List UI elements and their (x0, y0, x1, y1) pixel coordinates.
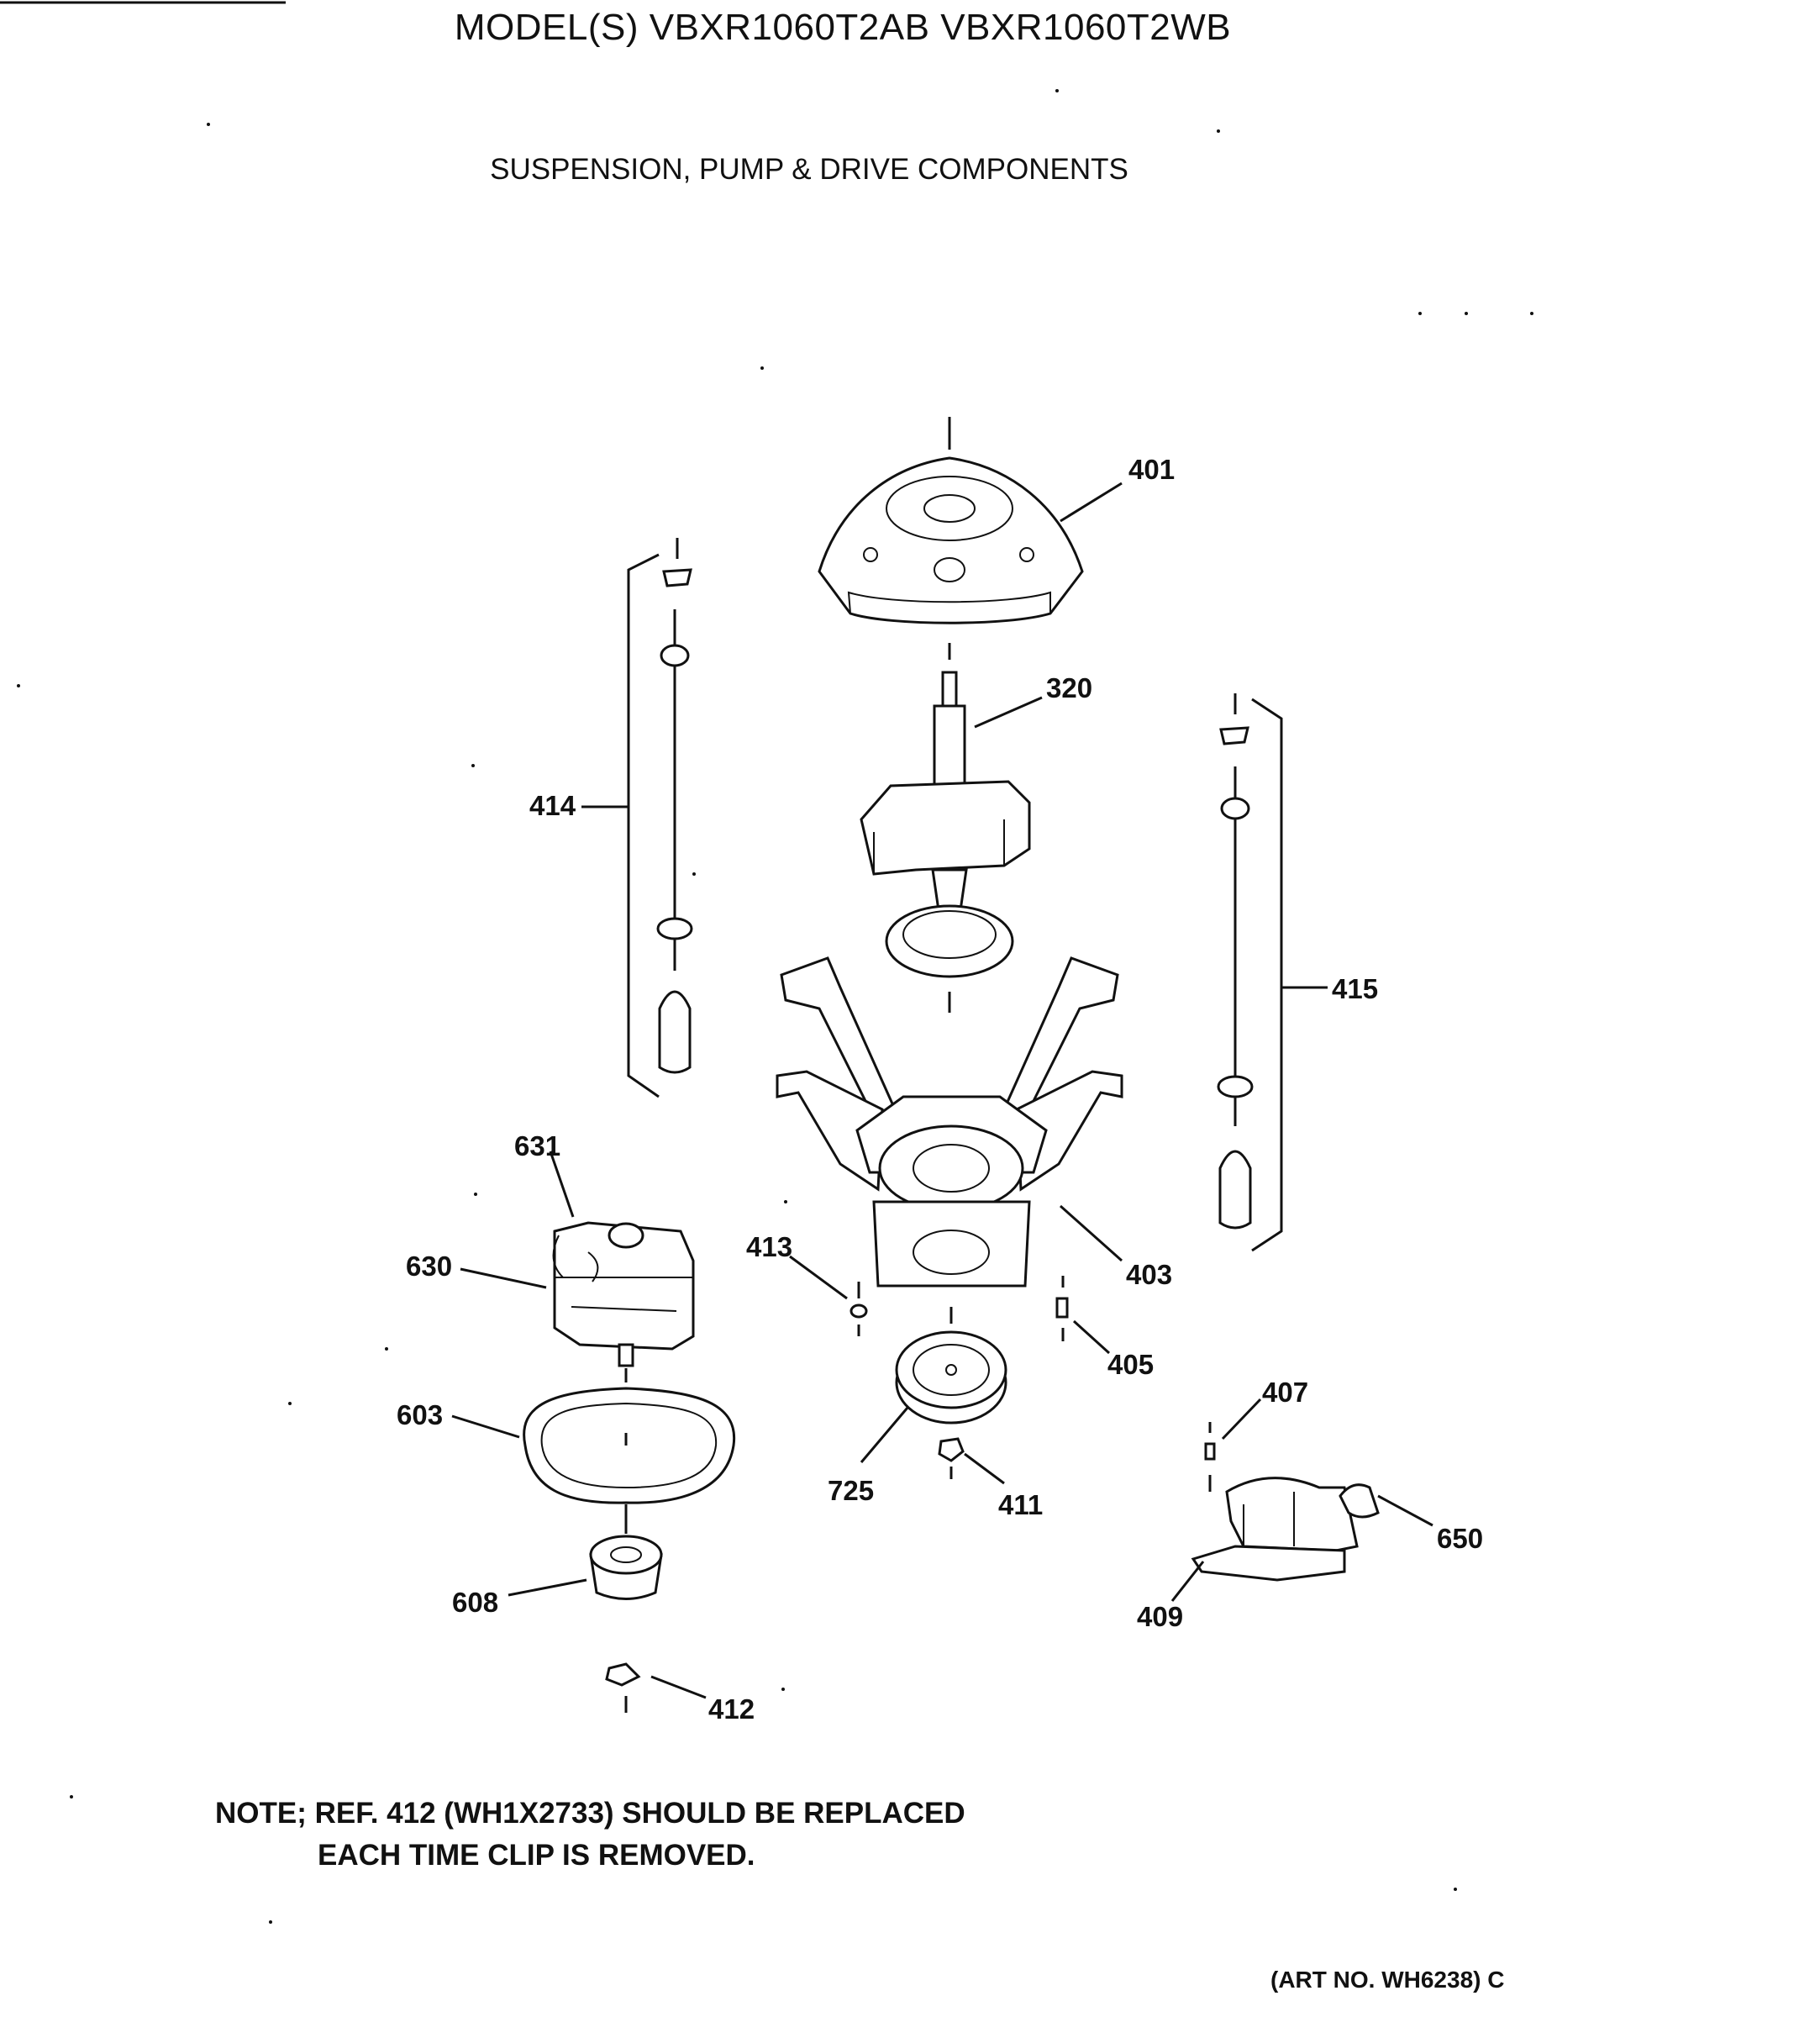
part-401-tub-cover (818, 417, 1084, 624)
callout-411: 411 (998, 1489, 1043, 1520)
part-405-bolt (1055, 1276, 1069, 1341)
callout-603: 603 (397, 1399, 443, 1430)
leader-411 (964, 1452, 1005, 1485)
note-line-1: NOTE; REF. 412 (WH1X2733) SHOULD BE REPL… (215, 1797, 965, 1830)
leader-409 (1170, 1561, 1205, 1602)
callout-401: 401 (1128, 454, 1175, 485)
callout-320: 320 (1046, 672, 1092, 703)
part-413-nut (850, 1282, 868, 1336)
callout-409: 409 (1137, 1601, 1183, 1632)
callout-413: 413 (746, 1231, 792, 1262)
callout-405: 405 (1107, 1349, 1154, 1380)
callout-630: 630 (406, 1251, 452, 1282)
leader-401 (1060, 482, 1123, 523)
part-650-pump (1191, 1477, 1380, 1582)
leader-403 (1060, 1204, 1123, 1262)
part-415-suspension-rod (1217, 693, 1283, 1252)
callout-725: 725 (828, 1475, 874, 1506)
part-411-nut (938, 1437, 965, 1479)
note-line-2: EACH TIME CLIP IS REMOVED. (318, 1839, 755, 1872)
leader-405 (1072, 1319, 1111, 1355)
callout-412: 412 (708, 1693, 755, 1725)
part-414-suspension-rod (627, 538, 693, 1098)
part-320-transmission (860, 643, 1031, 1013)
part-608-motor-pulley (589, 1521, 663, 1600)
part-725-drive-pulley (895, 1307, 1007, 1425)
callout-414: 414 (529, 790, 576, 821)
part-403-mounting-bracket (776, 956, 1123, 1288)
art-number: (ART NO. WH6238) C (1270, 1967, 1505, 1993)
leader-320 (974, 696, 1043, 729)
callout-631: 631 (514, 1130, 560, 1161)
leader-407 (1221, 1398, 1262, 1440)
leader-630 (460, 1267, 547, 1289)
part-412-clip (605, 1662, 641, 1713)
leader-412 (650, 1675, 707, 1699)
leader-725 (860, 1407, 909, 1463)
part-603-belt (523, 1368, 736, 1521)
page-title: MODEL(S) VBXR1060T2AB VBXR1060T2WB (454, 7, 1232, 48)
leader-603 (451, 1414, 520, 1439)
part-630-motor (552, 1221, 695, 1367)
part-407-screw (1204, 1422, 1216, 1492)
callout-415: 415 (1332, 973, 1378, 1004)
scan-specks (17, 89, 1533, 1924)
callout-608: 608 (452, 1587, 498, 1618)
page-subtitle: SUSPENSION, PUMP & DRIVE COMPONENTS (490, 153, 1128, 186)
callout-403: 403 (1126, 1259, 1172, 1290)
callout-650: 650 (1437, 1523, 1483, 1554)
leader-413 (789, 1255, 848, 1300)
callout-407: 407 (1262, 1377, 1308, 1408)
leader-608 (508, 1578, 587, 1597)
leader-631 (549, 1151, 575, 1218)
leader-650 (1377, 1494, 1433, 1527)
